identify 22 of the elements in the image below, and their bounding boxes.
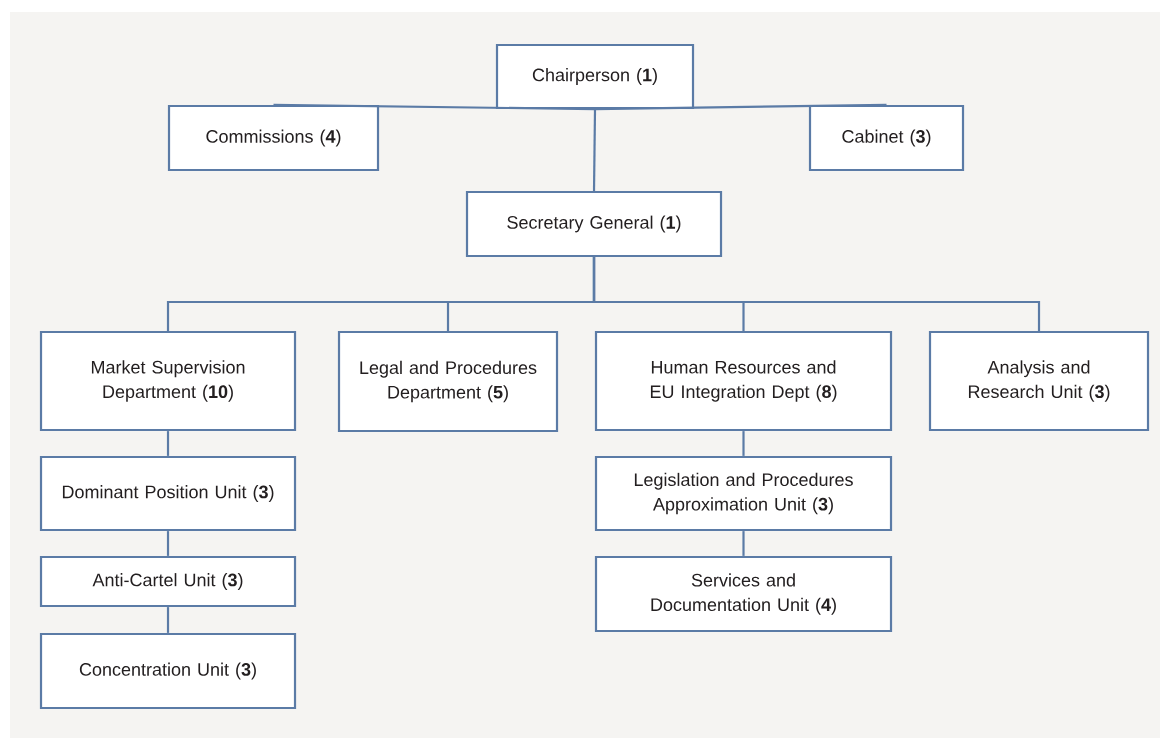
- org-box: Market Supervision Department (10): [39, 330, 297, 432]
- connector-line: [273, 103, 596, 111]
- connector-line: [166, 431, 170, 456]
- org-box: Chairperson (1): [495, 43, 695, 110]
- connector-line: [595, 103, 887, 111]
- org-box: Legal and Procedures Department (5): [337, 330, 559, 433]
- org-box: Human Resources and EU Integration Dept (8): [594, 330, 893, 432]
- org-box: Analysis and Research Unit (3): [928, 330, 1150, 432]
- connector-line: [742, 431, 745, 456]
- org-box: Commissions (4): [167, 104, 380, 172]
- org-box: Services and Documentation Unit (4): [594, 555, 893, 633]
- org-box: Dominant Position Unit (3): [39, 455, 297, 532]
- connector-line: [742, 531, 745, 556]
- connector-line: [592, 109, 597, 191]
- org-box: Legislation and Procedures Approximation Unit (3): [594, 455, 893, 532]
- connector-line: [166, 531, 170, 556]
- org-box: Secretary General (1): [465, 190, 723, 258]
- connector-line: [166, 607, 170, 633]
- connector-line: [592, 257, 1041, 331]
- org-box: Cabinet (3): [808, 104, 965, 172]
- org-box: Anti-Cartel Unit (3): [39, 555, 297, 608]
- org-box: Concentration Unit (3): [39, 632, 297, 710]
